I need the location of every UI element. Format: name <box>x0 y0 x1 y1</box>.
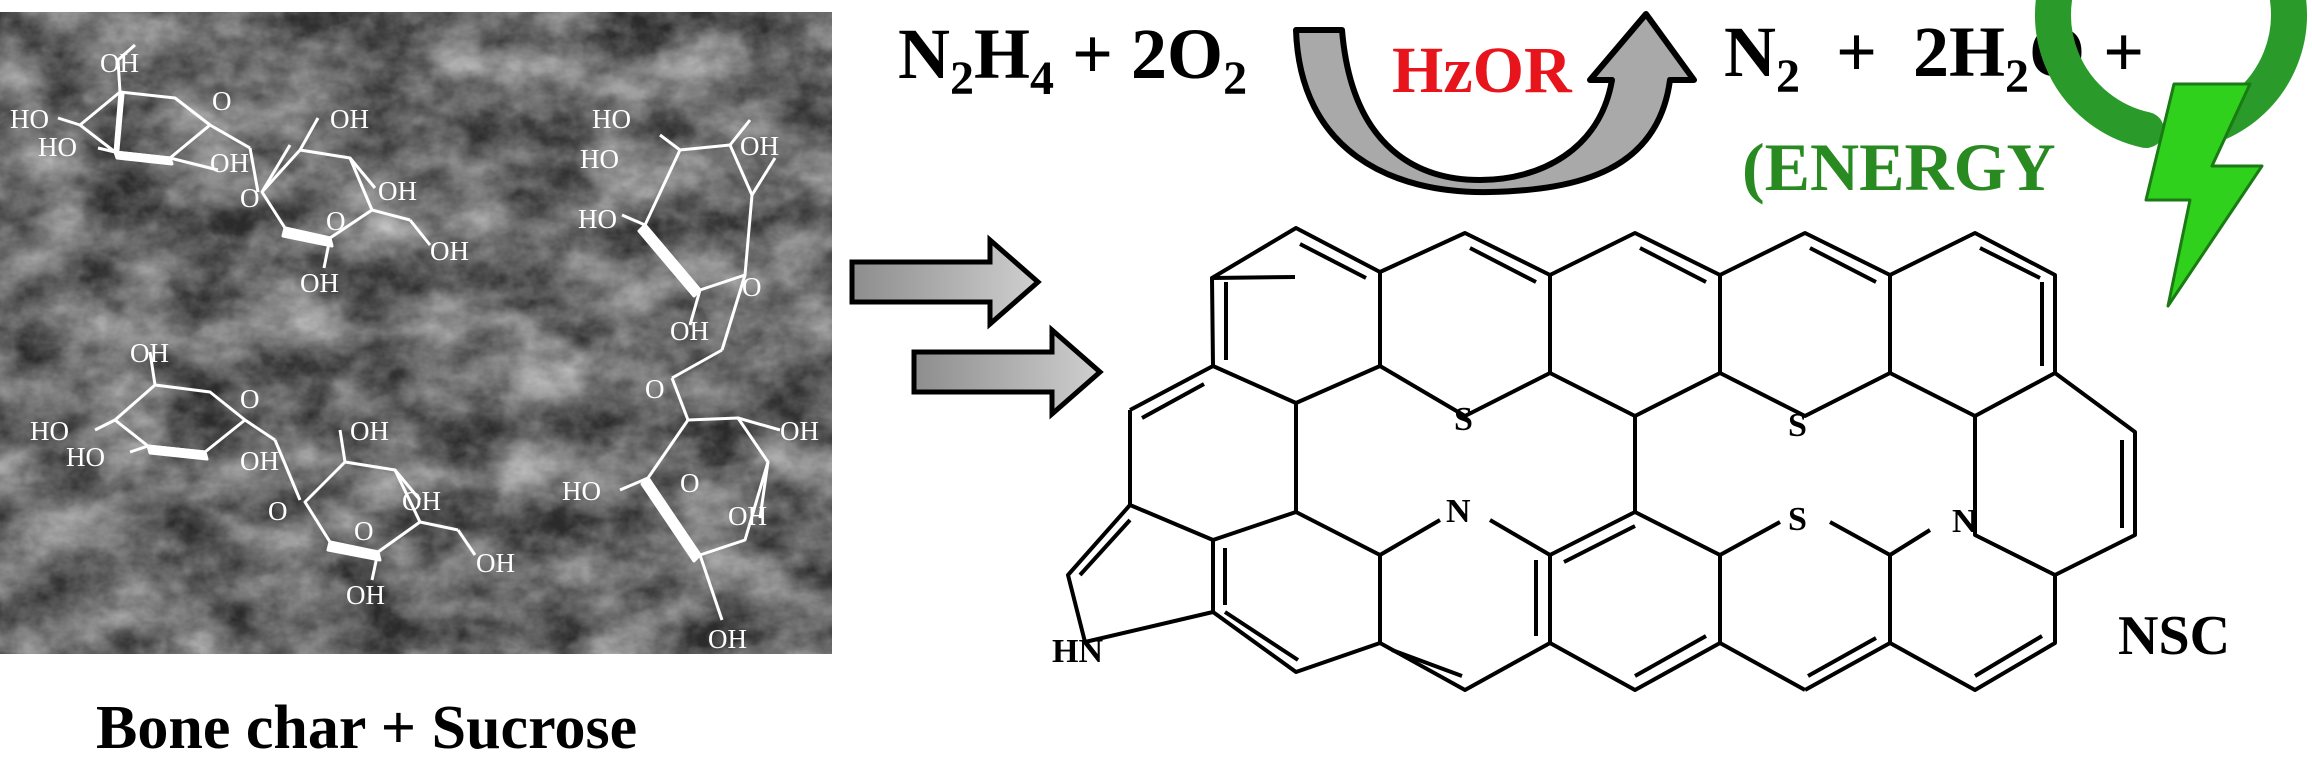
oh-label: OH <box>430 236 469 266</box>
oh-label: OH <box>330 104 369 134</box>
o-label: O <box>645 374 665 404</box>
lightning-bolt-icon <box>2144 82 2264 308</box>
nitrogen-atom: N <box>1446 493 1471 530</box>
oh-label: OH <box>240 446 279 476</box>
o-label: O <box>742 272 762 302</box>
reaction-equation: N2H4 + 2O2 HzOR N2 + 2H2O + (ENERGY <box>898 11 2144 205</box>
oh-label: OH <box>300 268 339 298</box>
oh-label: OH <box>210 148 249 178</box>
bone-char-sem-image <box>0 12 832 654</box>
oh-label: OH <box>708 624 747 654</box>
oh-label: OH <box>740 131 779 161</box>
oh-label: OH <box>350 416 389 446</box>
o-label: O <box>680 468 700 498</box>
nitrogen-atom: N <box>1952 503 1977 540</box>
o-label: O <box>354 516 374 546</box>
nsc-bottom-row <box>1066 416 2057 692</box>
o-label: O <box>268 496 288 526</box>
left-panel-caption: Bone char + Sucrose <box>96 694 637 762</box>
catalyst-label: HzOR <box>1392 34 1573 107</box>
sucrose-labels: OH HO HO OH O O OH OH O OH OH OH HO HO O… <box>10 48 819 654</box>
flow-arrow-icon <box>849 234 1042 330</box>
sulfur-atom: S <box>1454 401 1473 438</box>
curved-arrow-icon <box>1293 11 1697 196</box>
o-label: O <box>240 183 260 213</box>
o-label: O <box>212 86 232 116</box>
nsc-label: NSC <box>2118 605 2230 667</box>
energy-icon <box>2035 0 2307 308</box>
ho-label: HO <box>66 442 105 472</box>
ho-label: HO <box>10 104 49 134</box>
flow-arrow-icon <box>911 324 1104 420</box>
ho-label: HO <box>578 204 617 234</box>
o-label: O <box>240 384 260 414</box>
flow-arrows <box>849 234 1104 420</box>
products: N2 + 2H2O + <box>1724 12 2144 103</box>
nsc-top-row <box>1128 226 2137 577</box>
ho-label: HO <box>592 104 631 134</box>
nsc-structure: S S S N N HN <box>1052 226 2137 692</box>
oh-label: OH <box>670 316 709 346</box>
oh-label: OH <box>378 176 417 206</box>
o-label: O <box>326 206 346 236</box>
reactants: N2H4 + 2O2 <box>898 14 1247 105</box>
oh-label: OH <box>130 338 169 368</box>
ho-label: HO <box>562 476 601 506</box>
oh-label: OH <box>780 416 819 446</box>
oh-label: OH <box>100 48 139 78</box>
sulfur-atom: S <box>1788 501 1807 538</box>
oh-label: OH <box>728 501 767 531</box>
energy-label: (ENERGY <box>1742 129 2056 205</box>
ho-label: HO <box>580 144 619 174</box>
oh-label: OH <box>402 486 441 516</box>
sucrose-molecule-2 <box>94 351 477 581</box>
ho-label: HO <box>38 132 77 162</box>
sulfur-atom: S <box>1788 407 1807 444</box>
oh-label: OH <box>476 548 515 578</box>
nh-group: HN <box>1052 633 1103 670</box>
sucrose-molecule-1 <box>57 43 432 269</box>
sucrose-structures: OH HO HO OH O O OH OH O OH OH OH HO HO O… <box>10 43 819 654</box>
oh-label: OH <box>346 580 385 610</box>
power-ring-icon <box>2035 0 2307 148</box>
sucrose-molecule-3 <box>619 119 781 621</box>
nsc-atom-labels: S S S N N HN <box>1052 401 1977 670</box>
ho-label: HO <box>30 416 69 446</box>
